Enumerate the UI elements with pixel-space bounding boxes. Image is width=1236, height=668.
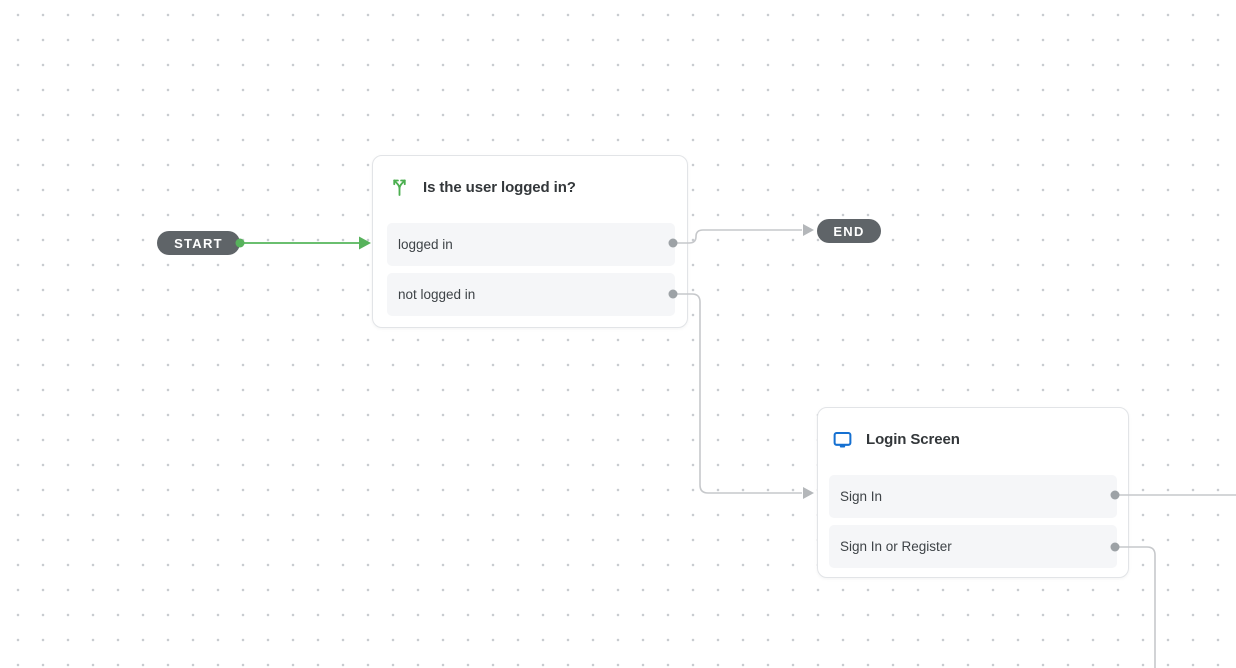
start-node-label: START [174,235,223,251]
start-output-port[interactable] [235,238,245,248]
edge-end-arrowhead-icon [803,224,814,236]
port-sign-in-or-register[interactable] [1110,542,1120,552]
port-not-logged-in[interactable] [668,289,678,299]
screen-option-sign-in-or-register[interactable]: Sign In or Register [829,525,1117,568]
screen-option-label: Sign In [840,489,883,504]
login-screen-node-header: Login Screen [832,429,960,450]
edge-logged-in-to-end[interactable] [677,229,802,244]
end-node-label: END [833,223,865,239]
end-node[interactable]: END [817,219,881,243]
decision-node-header: Is the user logged in? [389,177,576,198]
decision-path-logged-in[interactable]: logged in [387,223,675,266]
monitor-icon [832,429,853,450]
start-node[interactable]: START [157,231,240,255]
edge-login-screen-arrowhead-icon [803,487,814,499]
port-logged-in[interactable] [668,238,678,248]
edge-not-logged-in-to-login-screen[interactable] [677,293,802,494]
decision-node-title: Is the user logged in? [423,179,576,196]
port-sign-in[interactable] [1110,490,1120,500]
split-branch-icon [389,177,410,198]
edge-sign-in-or-register-out[interactable] [1119,546,1156,668]
login-screen-node-card[interactable]: Login Screen Sign In Sign In or Register [817,407,1129,578]
decision-node-card[interactable]: Is the user logged in? logged in not log… [372,155,688,328]
decision-path-not-logged-in[interactable]: not logged in [387,273,675,316]
decision-path-label: not logged in [398,287,476,302]
edge-start-arrowhead-icon [359,236,371,250]
decision-path-label: logged in [398,237,453,252]
screen-option-sign-in[interactable]: Sign In [829,475,1117,518]
login-screen-node-title: Login Screen [866,431,960,448]
screen-option-label: Sign In or Register [840,539,952,554]
